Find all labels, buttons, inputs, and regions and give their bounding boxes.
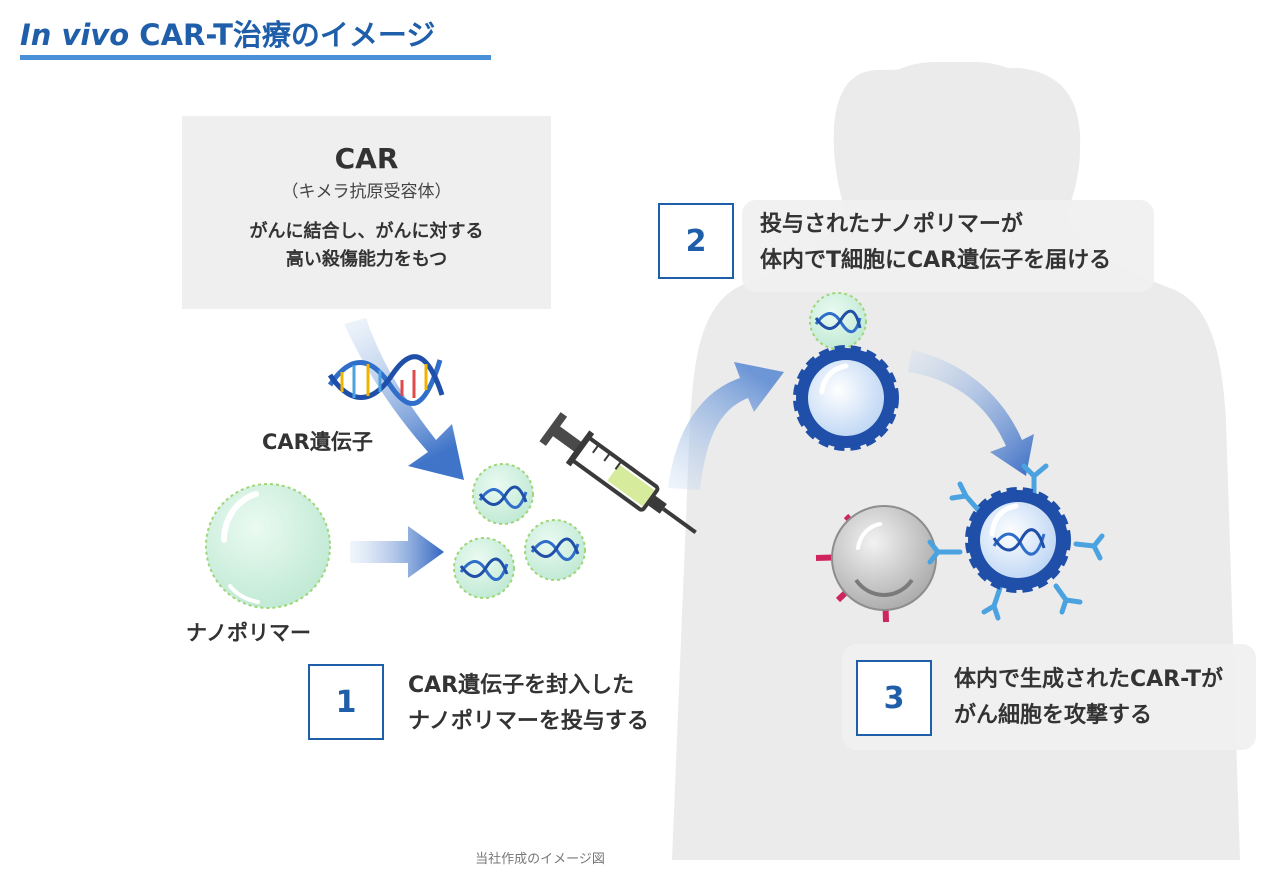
nanopolymer-icon: [205, 483, 331, 609]
title-underline: [20, 55, 491, 60]
step-2-line: 体内でT細胞にCAR遺伝子を届ける: [760, 248, 1112, 273]
title-rest: CAR-T治療のイメージ: [129, 18, 436, 52]
car-description-line: がんに結合し、がんに対する: [249, 221, 484, 242]
syringe-icon: [539, 412, 697, 535]
step-1-line: ナノポリマーを投与する: [408, 709, 649, 734]
nanopolymer-label: ナノポリマー: [186, 621, 311, 645]
car-description: がんに結合し、がんに対する 高い殺傷能力をもつ: [182, 218, 551, 274]
nanoparticle-icon: [524, 519, 586, 581]
step-1-line: CAR遺伝子を封入した: [408, 673, 635, 698]
step-3-line: がん細胞を攻撃する: [954, 703, 1153, 728]
step-1-number-box: 1: [308, 664, 384, 740]
step-2-line: 投与されたナノポリマーが: [760, 212, 1023, 237]
car-description-box: CAR （キメラ抗原受容体） がんに結合し、がんに対する 高い殺傷能力をもつ: [182, 116, 551, 309]
car-description-line: 高い殺傷能力をもつ: [285, 249, 448, 270]
nanoparticle-icon: [809, 292, 867, 350]
step-2-text: 投与されたナノポリマーが 体内でT細胞にCAR遺伝子を届ける: [760, 207, 1111, 279]
car-gene-label: CAR遺伝子: [262, 430, 373, 454]
arrow-syringe-to-tcell: [668, 362, 784, 490]
step-3-line: 体内で生成されたCAR-Tが: [954, 667, 1224, 692]
cancer-cell-icon: [815, 505, 937, 623]
step-1-text: CAR遺伝子を封入した ナノポリマーを投与する: [408, 668, 649, 740]
page-title: In vivo CAR-T治療のイメージ: [20, 12, 435, 54]
footer-note: 当社作成のイメージ図: [475, 852, 605, 867]
t-cell-icon: [793, 345, 899, 451]
dna-helix-icon: [327, 354, 445, 406]
nanoparticle-icon: [453, 537, 515, 599]
car-t-cell-icon: [927, 463, 1105, 621]
arrow-tcell-to-cart: [908, 350, 1034, 476]
title-italic: In vivo: [20, 18, 130, 52]
car-subheading: （キメラ抗原受容体）: [281, 182, 452, 202]
step-2-panel: [742, 200, 1154, 292]
car-heading: CAR: [334, 142, 399, 175]
step-3-text: 体内で生成されたCAR-Tが がん細胞を攻撃する: [954, 662, 1223, 734]
arrow-polymer-to-particles: [350, 526, 444, 578]
step-3-number-box: 3: [856, 660, 932, 736]
nanoparticle-icon: [472, 463, 534, 525]
step-2-number-box: 2: [658, 203, 734, 279]
